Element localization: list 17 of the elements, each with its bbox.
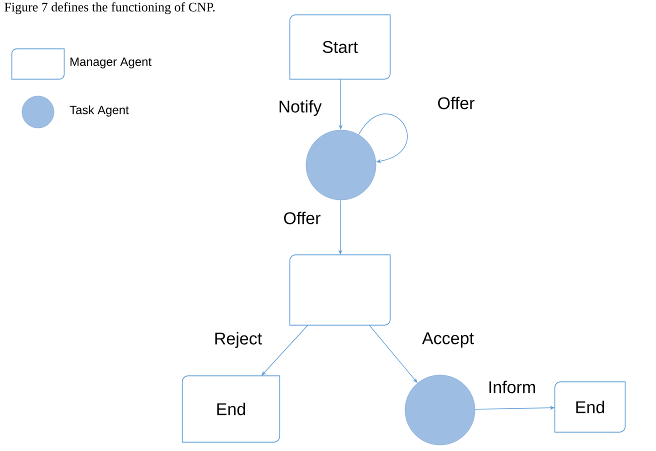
arrow [358,114,408,164]
manager-agent-box: Start [289,14,391,80]
task-agent-circle [306,130,376,200]
manager-agent-box: End [182,375,280,443]
edge-label: Notify [277,99,323,117]
edge-label: Reject [212,331,264,349]
arrow [368,324,418,383]
legend-text: Manager Agent [70,58,152,68]
legend-text: Task Agent [70,105,129,117]
edge-label: Inform [486,380,538,394]
manager-agent-box: End [554,381,626,433]
edge-label: Offer [282,210,322,226]
edge-label: Offer [436,96,476,110]
task-agent-circle [404,374,476,446]
manager-agent-box [289,254,391,326]
edge-label: Accept [421,331,475,349]
caption-text: Figure 7 defines the functioning of CNP. [4,2,215,14]
